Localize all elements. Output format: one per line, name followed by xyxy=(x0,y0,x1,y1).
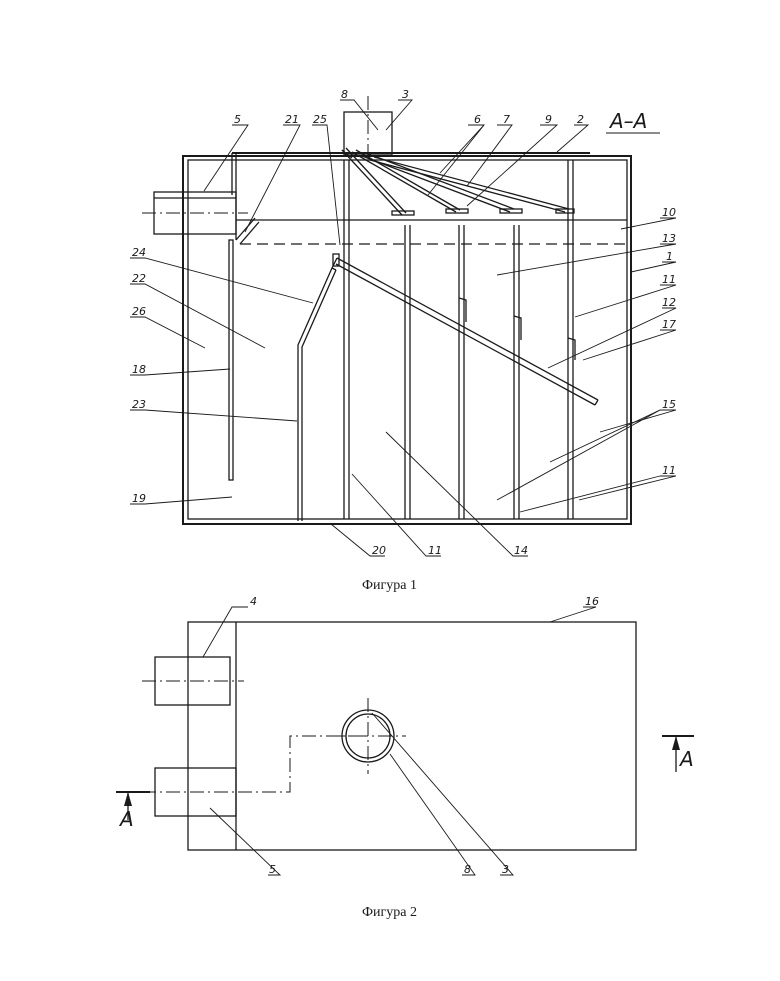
label-26: 26 xyxy=(132,305,146,318)
label-3: 3 xyxy=(402,88,409,101)
label-11-top: 11 xyxy=(662,273,676,286)
label-21: 21 xyxy=(285,113,299,126)
label-20: 20 xyxy=(372,544,386,557)
label-5-plan: 5 xyxy=(269,863,276,876)
label-24: 24 xyxy=(132,246,146,259)
section-mark-right-text: А xyxy=(678,747,694,771)
leader-lines-fig2 xyxy=(203,607,596,875)
label-11-right: 11 xyxy=(662,464,676,477)
label-2: 2 xyxy=(577,113,584,126)
label-15: 15 xyxy=(662,398,676,411)
label-23: 23 xyxy=(132,398,146,411)
figure-1-section: 5 21 25 8 3 6 7 9 2 А–А 10 13 1 11 12 17… xyxy=(130,88,676,593)
figure-2-caption: Фигура 2 xyxy=(362,905,417,920)
section-title: А–А xyxy=(608,109,647,133)
section-mark-left-text: А xyxy=(118,807,134,831)
label-1: 1 xyxy=(666,250,673,263)
label-8-plan: 8 xyxy=(464,863,471,876)
partition-23 xyxy=(298,268,332,521)
label-7: 7 xyxy=(503,113,510,126)
label-18: 18 xyxy=(132,363,146,376)
section-marker-right: А xyxy=(662,736,694,772)
label-6: 6 xyxy=(474,113,481,126)
partition-18 xyxy=(229,240,233,480)
vertical-partitions xyxy=(344,160,575,519)
label-11-bottom: 11 xyxy=(428,544,442,557)
label-17: 17 xyxy=(662,318,676,331)
label-12: 12 xyxy=(662,296,676,309)
section-line xyxy=(142,736,368,792)
label-9: 9 xyxy=(545,113,552,126)
label-10: 10 xyxy=(662,206,676,219)
figure-1-caption: Фигура 1 xyxy=(362,578,417,593)
label-8: 8 xyxy=(341,88,348,101)
label-4: 4 xyxy=(250,595,257,608)
label-14: 14 xyxy=(514,544,528,557)
tank-plan-outline xyxy=(188,622,636,850)
label-22: 22 xyxy=(132,272,146,285)
callout-labels-fig1: 5 21 25 8 3 6 7 9 2 А–А 10 13 1 11 12 17… xyxy=(132,88,676,557)
label-19: 19 xyxy=(132,492,146,505)
figure-2-plan: А А 4 16 5 8 3 Фигура 2 xyxy=(116,595,694,920)
inclined-plate xyxy=(337,258,598,400)
section-marker-left: А xyxy=(116,792,150,831)
label-3-plan: 3 xyxy=(502,863,509,876)
label-25: 25 xyxy=(313,113,327,126)
label-5: 5 xyxy=(234,113,241,126)
label-16: 16 xyxy=(585,595,599,608)
label-13: 13 xyxy=(662,232,676,245)
